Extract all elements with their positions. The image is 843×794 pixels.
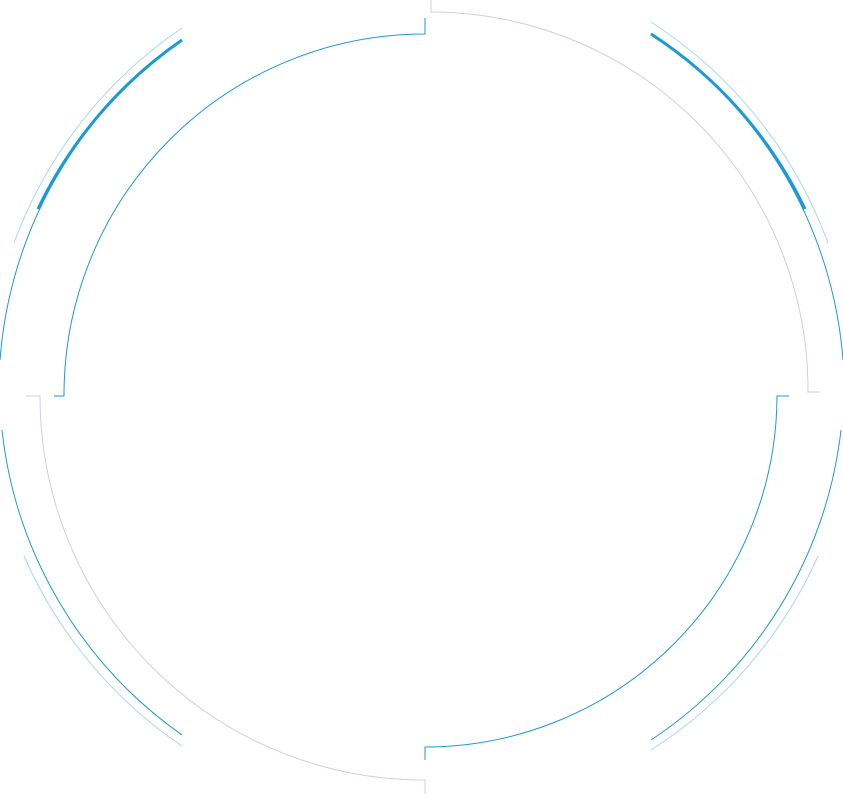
- outer-accent-top-left: [36, 38, 183, 210]
- faint-arc-top-left: [13, 27, 183, 244]
- outer-ring-right-thin: [650, 33, 843, 361]
- outer-accent-top-right: [650, 32, 807, 210]
- inner-ring-top-left: [54, 18, 426, 397]
- outer-ring-right-thin: [650, 429, 842, 741]
- faint-arc-bottom-right: [650, 555, 819, 751]
- lavender-ring-bottom-left: [26, 395, 426, 794]
- outer-ring-left-thin: [0, 39, 183, 361]
- faint-arc-top-right: [650, 21, 829, 244]
- faint-arc-bottom-left: [23, 555, 183, 747]
- lavender-ring-top-right: [430, 0, 820, 393]
- outer-ring-left-thin: [1, 429, 183, 736]
- inner-ring-bottom-right: [424, 395, 789, 760]
